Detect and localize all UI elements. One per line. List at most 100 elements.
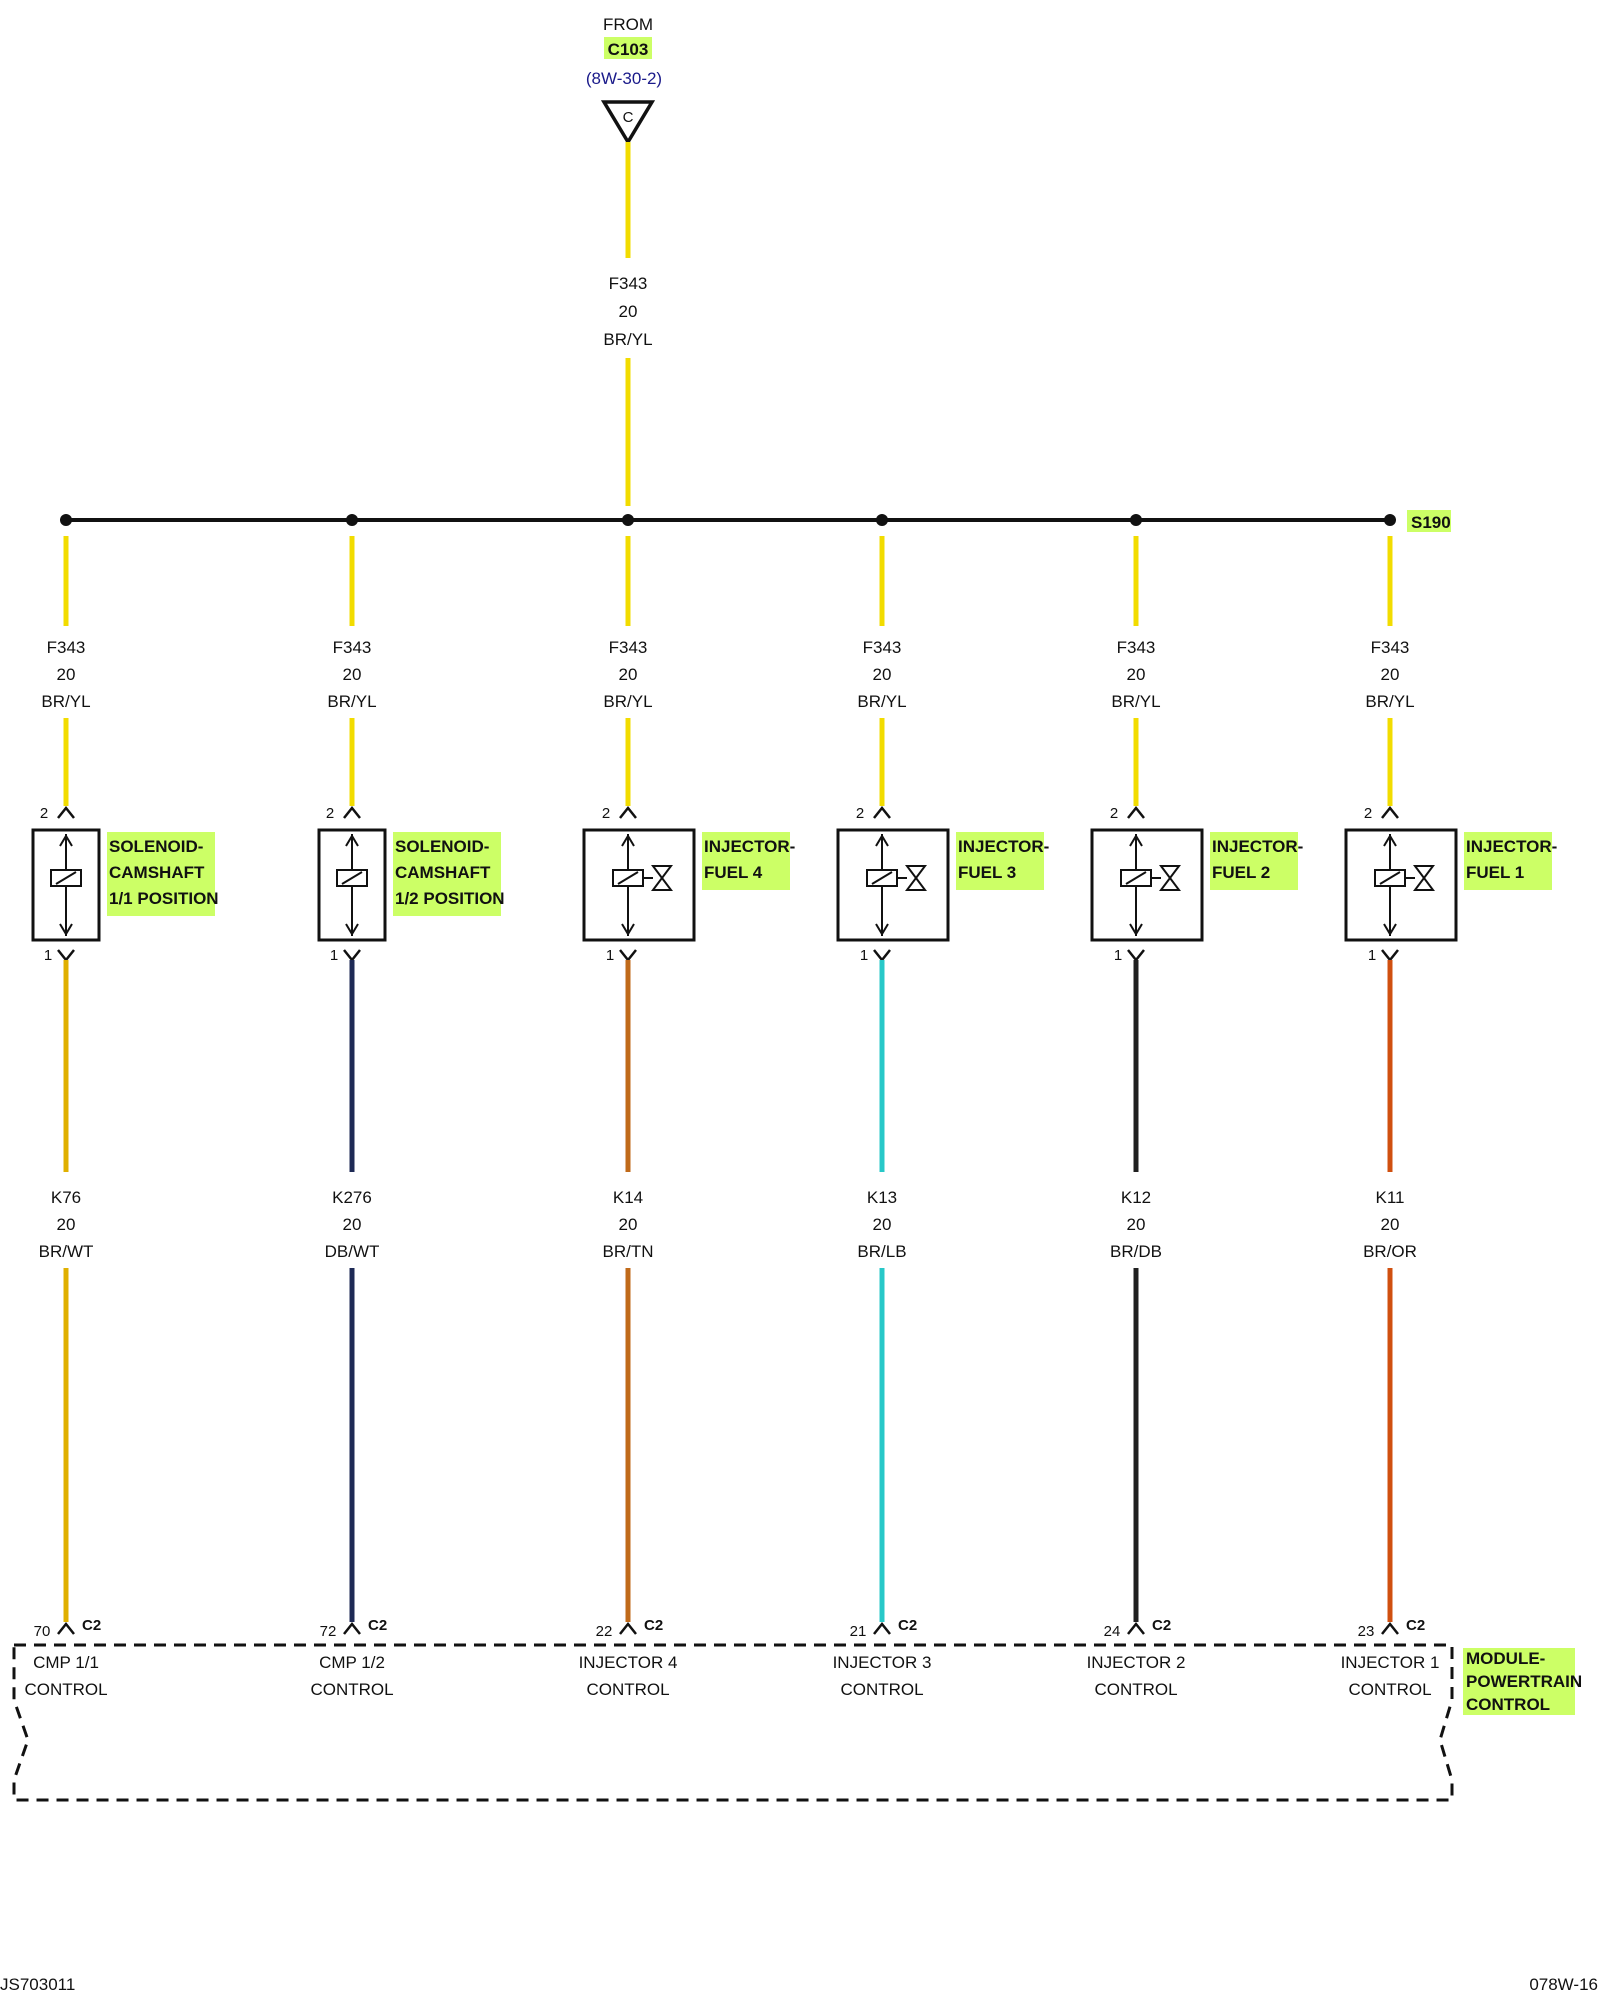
function-line-1: INJECTOR 1 [1341, 1653, 1440, 1672]
component-label-line-2: FUEL 4 [704, 863, 763, 882]
module-pin-number: 23 [1358, 1623, 1375, 1640]
pin-2-terminal [873, 805, 891, 819]
upper-color: BR/YL [603, 692, 652, 711]
upper-gauge: 20 [343, 665, 362, 684]
module-pin-number: 72 [320, 1623, 337, 1640]
upper-gauge: 20 [619, 665, 638, 684]
component-label-line-1: INJECTOR- [1212, 837, 1303, 856]
internal-arrow-up [875, 834, 889, 847]
coil-slash [871, 871, 893, 885]
internal-arrow-down [345, 923, 359, 936]
source-connector-highlight [604, 37, 652, 59]
upper-gauge: 20 [1127, 665, 1146, 684]
component-label-line-2: FUEL 2 [1212, 863, 1270, 882]
function-line-2: CONTROL [310, 1680, 393, 1699]
splice-dot [1130, 514, 1142, 526]
upper-color: BR/YL [1365, 692, 1414, 711]
module-label-line-3: CONTROL [1466, 1695, 1550, 1714]
internal-arrow-down [621, 923, 635, 936]
pin-1-terminal [1127, 949, 1145, 963]
module-connector-id: C2 [1152, 1617, 1171, 1634]
splice-dot [622, 514, 634, 526]
module-label-line-2: POWERTRAIN [1466, 1672, 1582, 1691]
component-label-highlight [1210, 832, 1298, 890]
source-connector: FROM C103 (8W-30-2) C [586, 15, 662, 146]
function-line-2: CONTROL [1348, 1680, 1431, 1699]
internal-arrow-up [59, 834, 73, 847]
upper-gauge: 20 [1381, 665, 1400, 684]
module-pin-number: 21 [850, 1623, 867, 1640]
upper-circuit: F343 [47, 638, 86, 657]
source-connector-id: C103 [608, 40, 649, 59]
function-line-1: CMP 1/2 [319, 1653, 385, 1672]
pin-bottom-number: 1 [606, 947, 614, 964]
feed-gauge: 20 [619, 302, 638, 321]
pin-top-number: 2 [856, 805, 864, 822]
source-connector-triangle [600, 100, 656, 146]
component-label-highlight [702, 832, 790, 890]
component-label-line-2: FUEL 1 [1466, 863, 1524, 882]
lower-color: BR/WT [39, 1242, 94, 1261]
valve-icon [905, 865, 927, 891]
upper-color: BR/YL [1111, 692, 1160, 711]
upper-gauge: 20 [57, 665, 76, 684]
function-line-1: INJECTOR 4 [579, 1653, 678, 1672]
feed-circuit: F343 [609, 274, 648, 293]
pin-top-number: 2 [326, 805, 334, 822]
internal-arrow-down [1129, 923, 1143, 936]
module-pin-terminal [873, 1621, 891, 1635]
source-ref-link[interactable]: (8W-30-2) [586, 69, 662, 88]
lower-circuit: K276 [332, 1188, 372, 1207]
function-line-2: CONTROL [586, 1680, 669, 1699]
function-line-1: INJECTOR 2 [1087, 1653, 1186, 1672]
lower-circuit: K11 [1376, 1188, 1405, 1207]
lower-circuit: K76 [51, 1188, 81, 1207]
pin-2-terminal [1381, 805, 1399, 819]
pin-2-terminal [57, 805, 75, 819]
pin-2-terminal [1127, 805, 1145, 819]
lower-gauge: 20 [343, 1215, 362, 1234]
coil-slash [55, 871, 77, 885]
module-pin-number: 24 [1104, 1623, 1121, 1640]
pin-1-terminal [57, 949, 75, 963]
coil-slash [1379, 871, 1401, 885]
splice-dot [60, 514, 72, 526]
internal-arrow-up [345, 834, 359, 847]
upper-color: BR/YL [857, 692, 906, 711]
pin-top-number: 2 [40, 805, 48, 822]
upper-circuit: F343 [1371, 638, 1410, 657]
valve-icon [1413, 865, 1435, 891]
lower-color: DB/WT [325, 1242, 380, 1261]
internal-arrow-down [875, 923, 889, 936]
pin-1-terminal [873, 949, 891, 963]
upper-color: BR/YL [41, 692, 90, 711]
pin-bottom-number: 1 [860, 947, 868, 964]
function-line-2: CONTROL [1094, 1680, 1177, 1699]
component-label-line-1: INJECTOR- [704, 837, 795, 856]
module-pin-terminal [1127, 1621, 1145, 1635]
function-line-1: INJECTOR 3 [833, 1653, 932, 1672]
pin-bottom-number: 1 [1368, 947, 1376, 964]
module-pin-terminal [619, 1621, 637, 1635]
upper-circuit: F343 [1117, 638, 1156, 657]
pin-1-terminal [1381, 949, 1399, 963]
module-connector-id: C2 [644, 1617, 663, 1634]
footer-right-id: 078W-16 [1529, 1975, 1598, 1994]
pin-top-number: 2 [602, 805, 610, 822]
pin-2-terminal [619, 805, 637, 819]
internal-arrow-up [1129, 834, 1143, 847]
internal-arrow-up [1383, 834, 1397, 847]
pin-bottom-number: 1 [330, 947, 338, 964]
module-pin-terminal [343, 1621, 361, 1635]
module-label-highlight [1463, 1648, 1575, 1715]
lower-circuit: K12 [1121, 1188, 1151, 1207]
lower-gauge: 20 [619, 1215, 638, 1234]
upper-gauge: 20 [873, 665, 892, 684]
component-label-highlight [393, 832, 501, 916]
coil-slash [341, 871, 363, 885]
module-connector-id: C2 [368, 1617, 387, 1634]
